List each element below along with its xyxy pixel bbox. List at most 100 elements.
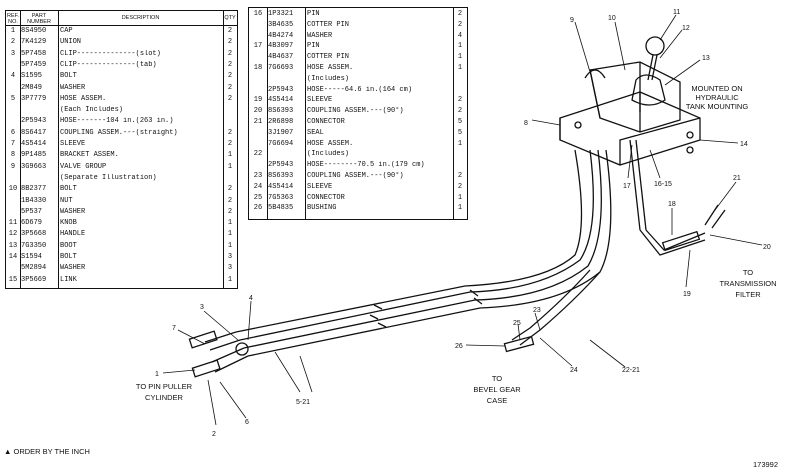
cell-desc: WASHER <box>60 83 86 92</box>
cell-desc: BOLT <box>60 253 77 261</box>
callout-22-21: 22-21 <box>622 367 640 374</box>
cell-ref: 1 <box>10 27 16 35</box>
cell-qty: 2 <box>227 38 233 47</box>
callout-8: 8 <box>524 120 528 127</box>
cell-ref: 8 <box>10 151 16 160</box>
label-bevel-gear: TO BEVEL GEAR CASE <box>473 374 521 405</box>
svg-text:TO: TO <box>743 268 753 277</box>
cell-desc: HOSE ASSEM. <box>307 64 354 72</box>
cell-qty: 2 <box>227 49 233 58</box>
cell-ref: 15 <box>8 275 18 284</box>
callout-25: 25 <box>513 320 521 327</box>
header-ref: REF. NO. <box>7 13 19 25</box>
cell-desc: LINK <box>60 275 77 284</box>
callout-5-21: 5-21 <box>296 399 310 406</box>
svg-text:TO: TO <box>492 374 502 383</box>
svg-text:TRANSMISSION: TRANSMISSION <box>719 279 776 288</box>
cell-part: 1B4330 <box>21 196 47 205</box>
cell-part: 4S5414 <box>268 96 294 105</box>
cell-qty: 1 <box>227 151 233 160</box>
cell-part: 3B4635 <box>268 20 294 29</box>
hose-to-bevel-gear <box>519 271 601 346</box>
cell-desc: COTTER PIN <box>307 53 350 62</box>
cell-qty: 5 <box>457 118 463 126</box>
cell-qty: 1 <box>227 275 233 284</box>
cell-qty: 3 <box>227 253 233 261</box>
cell-qty: 2 <box>227 128 233 137</box>
label-mounted: MOUNTED ON HYDRAULIC TANK MOUNTING <box>686 84 749 111</box>
cell-part: 7K4129 <box>21 38 47 47</box>
cell-ref: 7 <box>10 140 16 148</box>
cell-part: 2P5943 <box>268 85 294 94</box>
cell-desc: SLEEVE <box>60 140 86 148</box>
svg-text:TANK MOUNTING: TANK MOUNTING <box>686 102 749 111</box>
cell-ref: 12 <box>8 230 18 239</box>
cell-qty: 2 <box>457 107 463 116</box>
cell-qty: 4 <box>457 31 463 40</box>
cell-part: 5M2894 <box>21 264 47 273</box>
table-row: (Includes) <box>249 75 467 84</box>
callout-2: 2 <box>212 431 216 438</box>
cell-desc: UNION <box>60 38 82 47</box>
cell-part: 3P7779 <box>21 94 47 103</box>
cell-part: 8S6417 <box>21 128 47 137</box>
cell-desc: VALVE GROUP <box>60 162 107 171</box>
cell-part: 5B4835 <box>268 204 294 213</box>
cell-desc: BOLT <box>60 72 77 81</box>
cell-part: 1P3321 <box>268 10 294 18</box>
cell-qty: 2 <box>227 140 233 148</box>
cell-ref: 24 <box>253 182 263 191</box>
cell-desc: BRACKET ASSEM. <box>60 151 119 160</box>
callout-9: 9 <box>570 17 574 24</box>
cell-desc: COUPLING ASSEM.---(90°) <box>307 172 404 180</box>
label-pin-puller: TO PIN PULLER CYLINDER <box>136 382 193 402</box>
cell-qty: 3 <box>227 264 233 273</box>
cell-qty: 2 <box>227 185 233 194</box>
cell-ref: 20 <box>253 107 263 116</box>
cell-qty: 2 <box>457 172 463 180</box>
cell-ref: 21 <box>253 118 263 126</box>
cell-qty: 1 <box>457 53 463 62</box>
callout-20: 20 <box>763 244 771 251</box>
cell-ref: 25 <box>253 193 263 202</box>
cell-qty: 1 <box>457 204 463 213</box>
cell-desc: WASHER <box>60 207 86 216</box>
boot <box>631 74 666 106</box>
callout-16-15: 16-15 <box>654 181 672 188</box>
cell-qty: 1 <box>227 230 233 239</box>
cell-qty: 2 <box>227 27 233 35</box>
cell-desc: COUPLING ASSEM.---(90°) <box>307 107 404 116</box>
callout-17: 17 <box>623 183 631 190</box>
cell-ref: 3 <box>10 49 16 58</box>
callout-24: 24 <box>570 367 578 374</box>
callout-6: 6 <box>245 419 249 426</box>
cell-part: 8B2377 <box>21 185 47 194</box>
cell-qty: 1 <box>457 193 463 202</box>
cell-ref: 10 <box>8 185 18 194</box>
cell-qty: 2 <box>227 207 233 216</box>
header-part-number: PART NUMBER <box>27 13 51 25</box>
cell-ref: 26 <box>253 204 263 213</box>
cell-desc: BOOT <box>60 241 77 250</box>
cell-ref: 14 <box>8 253 18 261</box>
svg-text:BEVEL GEAR: BEVEL GEAR <box>473 385 521 394</box>
header-description: DESCRIPTION <box>121 15 160 21</box>
cell-desc: CAP <box>60 27 73 35</box>
cell-qty: 2 <box>227 83 233 92</box>
